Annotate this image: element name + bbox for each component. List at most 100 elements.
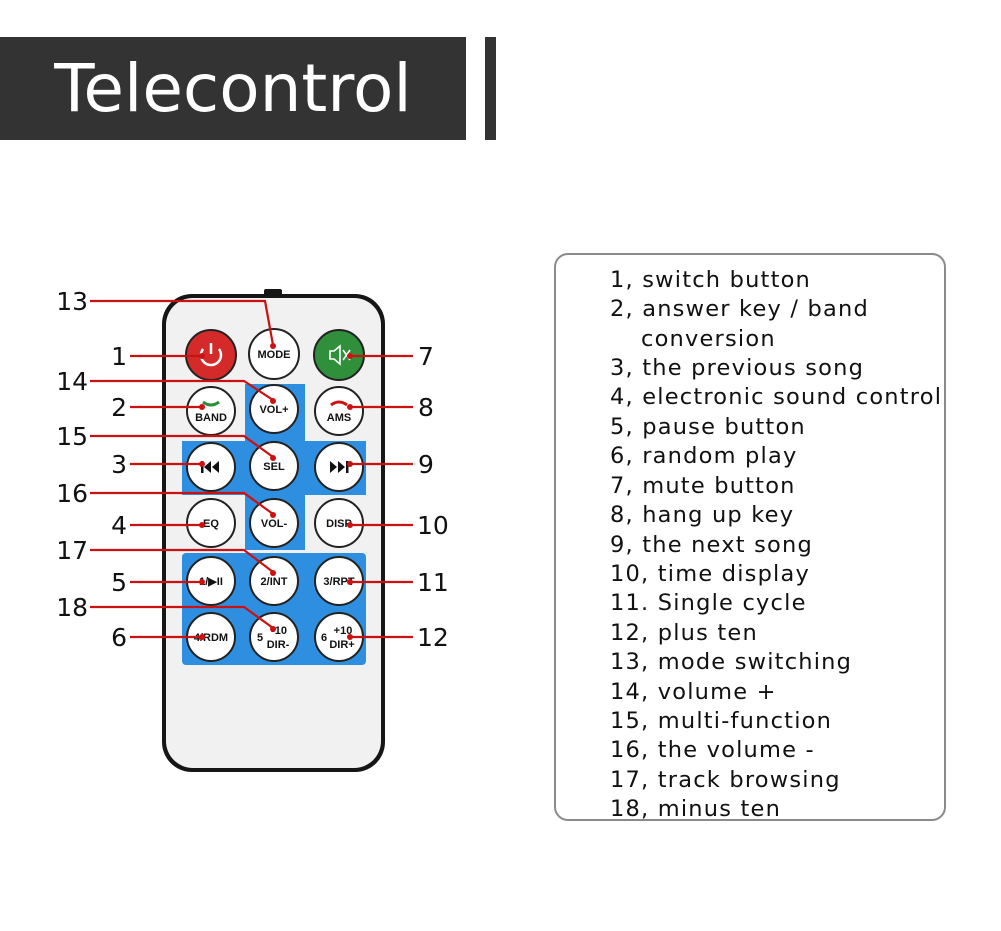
vol-plus-button[interactable]: VOL+ — [249, 384, 299, 434]
legend-item-18: 18, minus ten — [610, 796, 782, 822]
callout-dot-12 — [347, 634, 353, 640]
legend-item-15: 15, multi-function — [610, 708, 833, 734]
callout-number-6: 6 — [111, 623, 127, 652]
legend-box: 1, switch button 2, answer key / band co… — [554, 253, 946, 822]
remote-top-notch — [264, 289, 282, 297]
eq-button[interactable]: EQ — [186, 498, 236, 548]
callout-number-18: 18 — [56, 593, 88, 622]
callout-line-13 — [90, 299, 275, 346]
callout-number-12: 12 — [417, 623, 449, 652]
ams-button[interactable]: AMS — [314, 386, 364, 436]
callout-dot-4 — [199, 522, 205, 528]
button-2-label: 2/INT — [261, 576, 288, 588]
mode-button-label: MODE — [258, 349, 291, 361]
callout-dots — [199, 343, 353, 640]
callout-number-2: 2 — [111, 393, 127, 422]
title-accent-bar — [485, 37, 496, 140]
callout-number-8: 8 — [418, 393, 434, 422]
callout-line-16 — [90, 491, 274, 515]
legend-item-3: 3, the previous song — [610, 355, 865, 381]
callout-number-14: 14 — [56, 367, 88, 396]
button-6[interactable]: 6 +10 DIR+ — [314, 612, 364, 662]
phone-hangup-icon — [330, 400, 348, 407]
callout-dot-6 — [199, 634, 205, 640]
callout-dot-17 — [270, 570, 276, 576]
callout-number-16: 16 — [56, 479, 88, 508]
callout-number-11: 11 — [417, 568, 449, 597]
callout-number-10: 10 — [417, 511, 449, 540]
callout-dot-14 — [270, 398, 276, 404]
callout-number-13: 13 — [56, 287, 88, 316]
button-5[interactable]: 5 -10 DIR- — [249, 612, 299, 662]
sel-button-label: SEL — [263, 461, 285, 473]
button-2[interactable]: 2/INT — [249, 556, 299, 606]
callout-number-4: 4 — [111, 511, 127, 540]
button-6-top: +10 — [334, 625, 353, 637]
callout-dot-9 — [347, 461, 353, 467]
callout-dot-8 — [347, 404, 353, 410]
sel-button[interactable]: SEL — [249, 441, 299, 491]
callout-dot-16 — [270, 512, 276, 518]
callout-lines — [90, 299, 413, 639]
eq-button-label: EQ — [203, 518, 219, 530]
vol-plus-label: VOL+ — [259, 404, 288, 416]
button-5-bottom: DIR- — [267, 639, 290, 651]
callout-dot-5 — [199, 579, 205, 585]
legend-item-12: 12, plus ten — [610, 620, 758, 646]
legend-item-13: 13, mode switching — [610, 649, 853, 675]
disp-button-label: DISP — [326, 518, 352, 530]
legend-item-10: 10, time display — [610, 561, 811, 587]
callout-line-17 — [90, 548, 274, 573]
callout-dot-3 — [199, 461, 205, 467]
callout-dot-18 — [270, 626, 276, 632]
legend-item-9: 9, the next song — [610, 532, 813, 558]
next-button[interactable] — [314, 442, 364, 492]
band-button[interactable]: BAND — [186, 386, 236, 436]
button-1[interactable]: 1/▶II — [186, 556, 236, 606]
legend-item-16: 16, the volume - — [610, 737, 815, 763]
phone-answer-icon — [202, 400, 220, 407]
legend-item-5: 5, pause button — [610, 414, 806, 440]
legend-item-17: 17, track browsing — [610, 767, 841, 793]
callout-dot-10 — [347, 522, 353, 528]
callout-dot-11 — [347, 579, 353, 585]
title-bar: Telecontrol — [0, 37, 466, 140]
callout-dot-7 — [347, 353, 353, 359]
previous-button[interactable] — [186, 442, 236, 492]
ams-button-label: AMS — [327, 412, 351, 424]
callout-number-15: 15 — [56, 422, 88, 451]
legend-item-6: 6, random play — [610, 443, 798, 469]
legend-item-11: 11. Single cycle — [610, 590, 807, 616]
legend-item-2-cont: conversion — [641, 326, 776, 352]
next-track-icon — [330, 461, 349, 473]
button-6-num: 6 — [321, 632, 327, 644]
legend-item-7: 7, mute button — [610, 473, 796, 499]
callout-number-5: 5 — [111, 568, 127, 597]
callout-number-9: 9 — [418, 450, 434, 479]
page-title: Telecontrol — [54, 50, 412, 127]
previous-track-icon — [201, 461, 219, 473]
button-5-num: 5 — [257, 632, 263, 644]
callout-line-18 — [90, 605, 274, 629]
callout-number-3: 3 — [111, 450, 127, 479]
disp-button[interactable]: DISP — [314, 498, 364, 548]
callout-dot-13 — [270, 343, 276, 349]
legend-item-1: 1, switch button — [610, 267, 812, 293]
callout-line-15 — [90, 434, 274, 458]
callout-number-1: 1 — [111, 342, 127, 371]
vol-minus-button[interactable]: VOL- — [249, 498, 299, 548]
button-1-label: 1/▶II — [199, 576, 223, 588]
callout-line-14 — [90, 379, 274, 401]
band-button-label: BAND — [195, 412, 227, 424]
button-3-label: 3/RPT — [323, 576, 354, 588]
legend-item-4: 4, electronic sound control — [610, 384, 943, 410]
button-3[interactable]: 3/RPT — [314, 556, 364, 606]
vol-minus-label: VOL- — [261, 518, 288, 530]
callout-number-17: 17 — [56, 536, 88, 565]
mode-button[interactable]: MODE — [248, 328, 300, 380]
callout-number-7: 7 — [418, 342, 434, 371]
button-6-bottom: DIR+ — [329, 639, 354, 651]
callout-dot-1 — [199, 353, 205, 359]
callout-dot-2 — [199, 404, 205, 410]
